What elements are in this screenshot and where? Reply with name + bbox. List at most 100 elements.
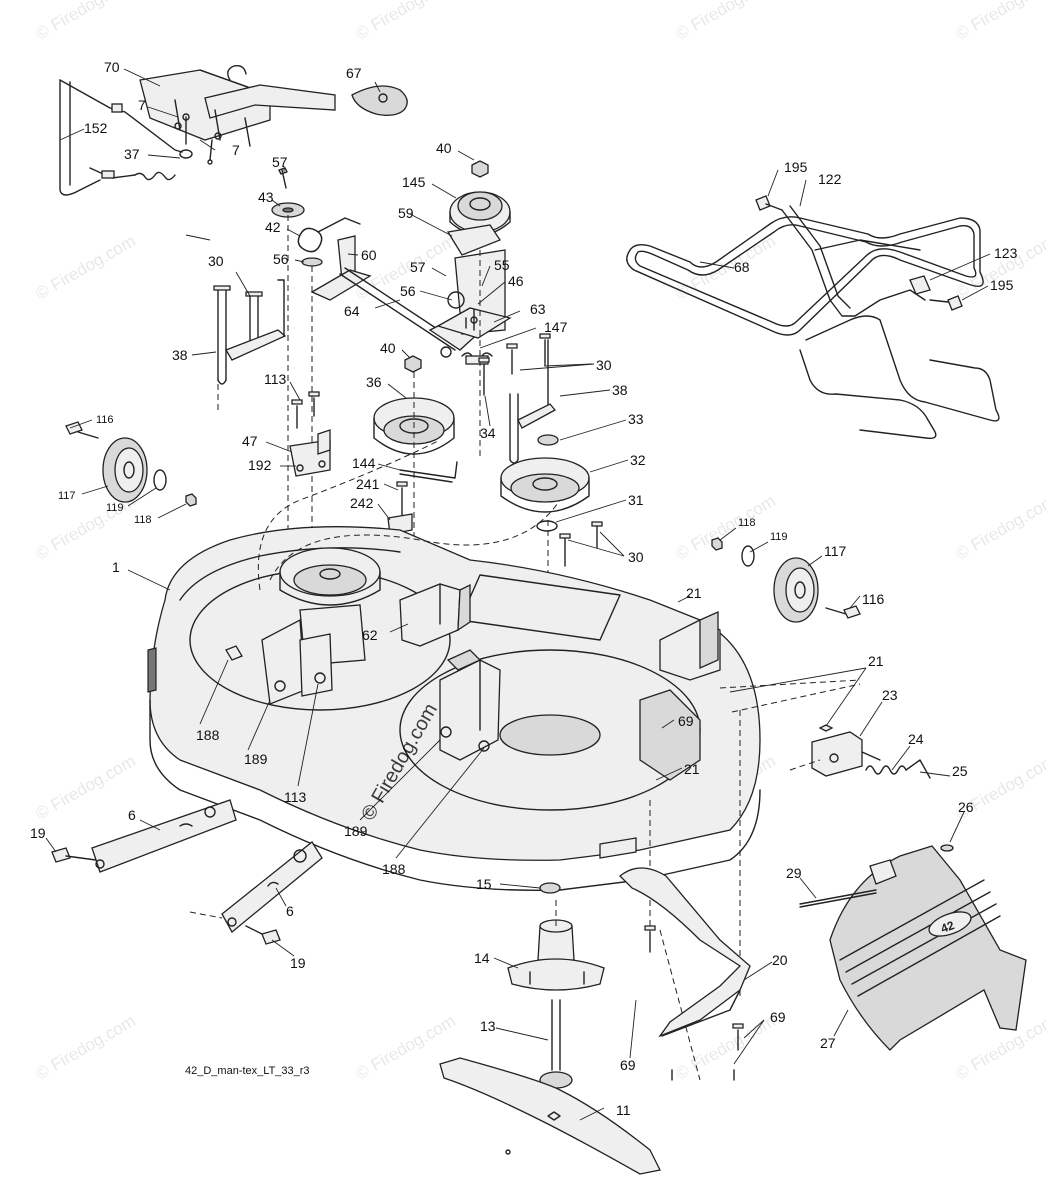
- callout-19: 19: [30, 825, 46, 841]
- callout-188: 188: [196, 727, 220, 743]
- hardware-241-242: [387, 481, 413, 535]
- callout-69: 69: [678, 713, 694, 729]
- watermark: © Firedog.com: [353, 0, 459, 43]
- idler-pulley-145: [436, 160, 512, 460]
- knob-67: [351, 85, 408, 116]
- callout-7: 7: [232, 142, 240, 158]
- idler-spring-hardware: [271, 167, 361, 560]
- callout-47: 47: [242, 433, 258, 449]
- watermark: © Firedog.com: [673, 0, 779, 43]
- callout-70: 70: [104, 59, 120, 75]
- bracket-62: [399, 583, 471, 647]
- callout-30: 30: [596, 357, 612, 373]
- blade-11: [439, 1057, 661, 1175]
- callout-69: 69: [770, 1009, 786, 1025]
- callout-118: 118: [134, 514, 152, 526]
- callout-57: 57: [272, 154, 288, 170]
- assembly-guide-line: [659, 929, 701, 1081]
- watermark: © Firedog.com: [953, 0, 1046, 43]
- callout-37: 37: [124, 146, 140, 162]
- belt-routing-line: [257, 439, 441, 591]
- belt-guide-122-123: [755, 195, 963, 317]
- callout-59: 59: [398, 205, 414, 221]
- callout-116: 116: [862, 591, 885, 607]
- callout-67: 67: [346, 65, 362, 81]
- callout-30: 30: [628, 549, 644, 565]
- assembly-guide-line: [189, 911, 223, 919]
- deck-hanger-rods-right: [478, 333, 557, 464]
- callout-123: 123: [994, 245, 1018, 261]
- bottom-mark: [505, 1149, 511, 1155]
- callout-188: 188: [382, 861, 406, 877]
- callout-57: 57: [410, 259, 426, 275]
- callout-7: 7: [138, 97, 146, 113]
- callout-33: 33: [628, 411, 644, 427]
- callout-6: 6: [286, 903, 294, 919]
- bearing-15: [539, 882, 561, 894]
- callout-144: 144: [352, 455, 376, 471]
- callout-labels: 70 67 7 152 7 37 57 43 42 56 60 40 145 5…: [30, 59, 1018, 1118]
- callout-117: 117: [824, 543, 847, 559]
- watermark: © Firedog.com: [33, 231, 139, 303]
- callout-24: 24: [908, 731, 924, 747]
- callout-29: 29: [786, 865, 802, 881]
- callout-21: 21: [868, 653, 884, 669]
- callout-42: 42: [265, 219, 281, 235]
- bolts-69: [644, 925, 744, 1081]
- callout-20: 20: [772, 952, 788, 968]
- bracket-188-189-right: [439, 649, 501, 761]
- callout-11: 11: [616, 1102, 631, 1118]
- gauge-wheel-right: [711, 537, 861, 623]
- callout-189: 189: [344, 823, 368, 839]
- callout-113: 113: [264, 371, 287, 387]
- callout-69: 69: [620, 1057, 636, 1073]
- spring-24: [865, 759, 931, 779]
- callout-25: 25: [952, 763, 968, 779]
- deck-arm-6-lower: [221, 841, 323, 945]
- callout-1: 1: [112, 559, 120, 575]
- callout-14: 14: [474, 950, 490, 966]
- deck-spindle-left: [225, 547, 381, 705]
- callout-19: 19: [290, 955, 306, 971]
- callout-13: 13: [480, 1018, 496, 1034]
- callout-60: 60: [361, 247, 377, 263]
- callout-21: 21: [684, 761, 700, 777]
- spindle-housing-14: [507, 919, 605, 991]
- callout-241: 241: [356, 476, 380, 492]
- drawing-code: 42_D_man-tex_LT_33_r3: [185, 1065, 310, 1077]
- callout-30: 30: [208, 253, 224, 269]
- callout-56: 56: [400, 283, 416, 299]
- callout-119: 119: [106, 502, 124, 514]
- assembly-guide-line: [789, 759, 821, 771]
- deck-arm-6-upper: [51, 799, 237, 873]
- callout-64: 64: [344, 303, 360, 319]
- deck-side-bracket-23: [811, 724, 881, 777]
- callout-117: 117: [58, 490, 76, 502]
- callout-27: 27: [820, 1035, 836, 1051]
- gauge-wheel-left: [65, 421, 197, 507]
- bolts-113: [291, 391, 320, 429]
- callout-40: 40: [436, 140, 452, 156]
- callout-147: 147: [544, 319, 568, 335]
- callout-62: 62: [362, 627, 378, 643]
- callout-55: 55: [494, 257, 510, 273]
- callout-15: 15: [476, 876, 492, 892]
- assembly-guide-line: [731, 683, 861, 713]
- callout-23: 23: [882, 687, 898, 703]
- callout-113: 113: [284, 789, 307, 805]
- rod-29: [799, 889, 877, 908]
- callout-152: 152: [84, 120, 108, 136]
- spindle-shaft-13: [539, 999, 573, 1089]
- callout-38: 38: [612, 382, 628, 398]
- callout-122: 122: [818, 171, 842, 187]
- callout-119: 119: [770, 531, 788, 543]
- callout-56: 56: [273, 251, 289, 267]
- callout-242: 242: [350, 495, 374, 511]
- callout-36: 36: [366, 374, 382, 390]
- belt-68: [626, 216, 1000, 440]
- callout-118: 118: [738, 517, 756, 529]
- callout-116: 116: [96, 414, 114, 426]
- callout-63: 63: [530, 301, 546, 317]
- pulley-32: [500, 434, 603, 600]
